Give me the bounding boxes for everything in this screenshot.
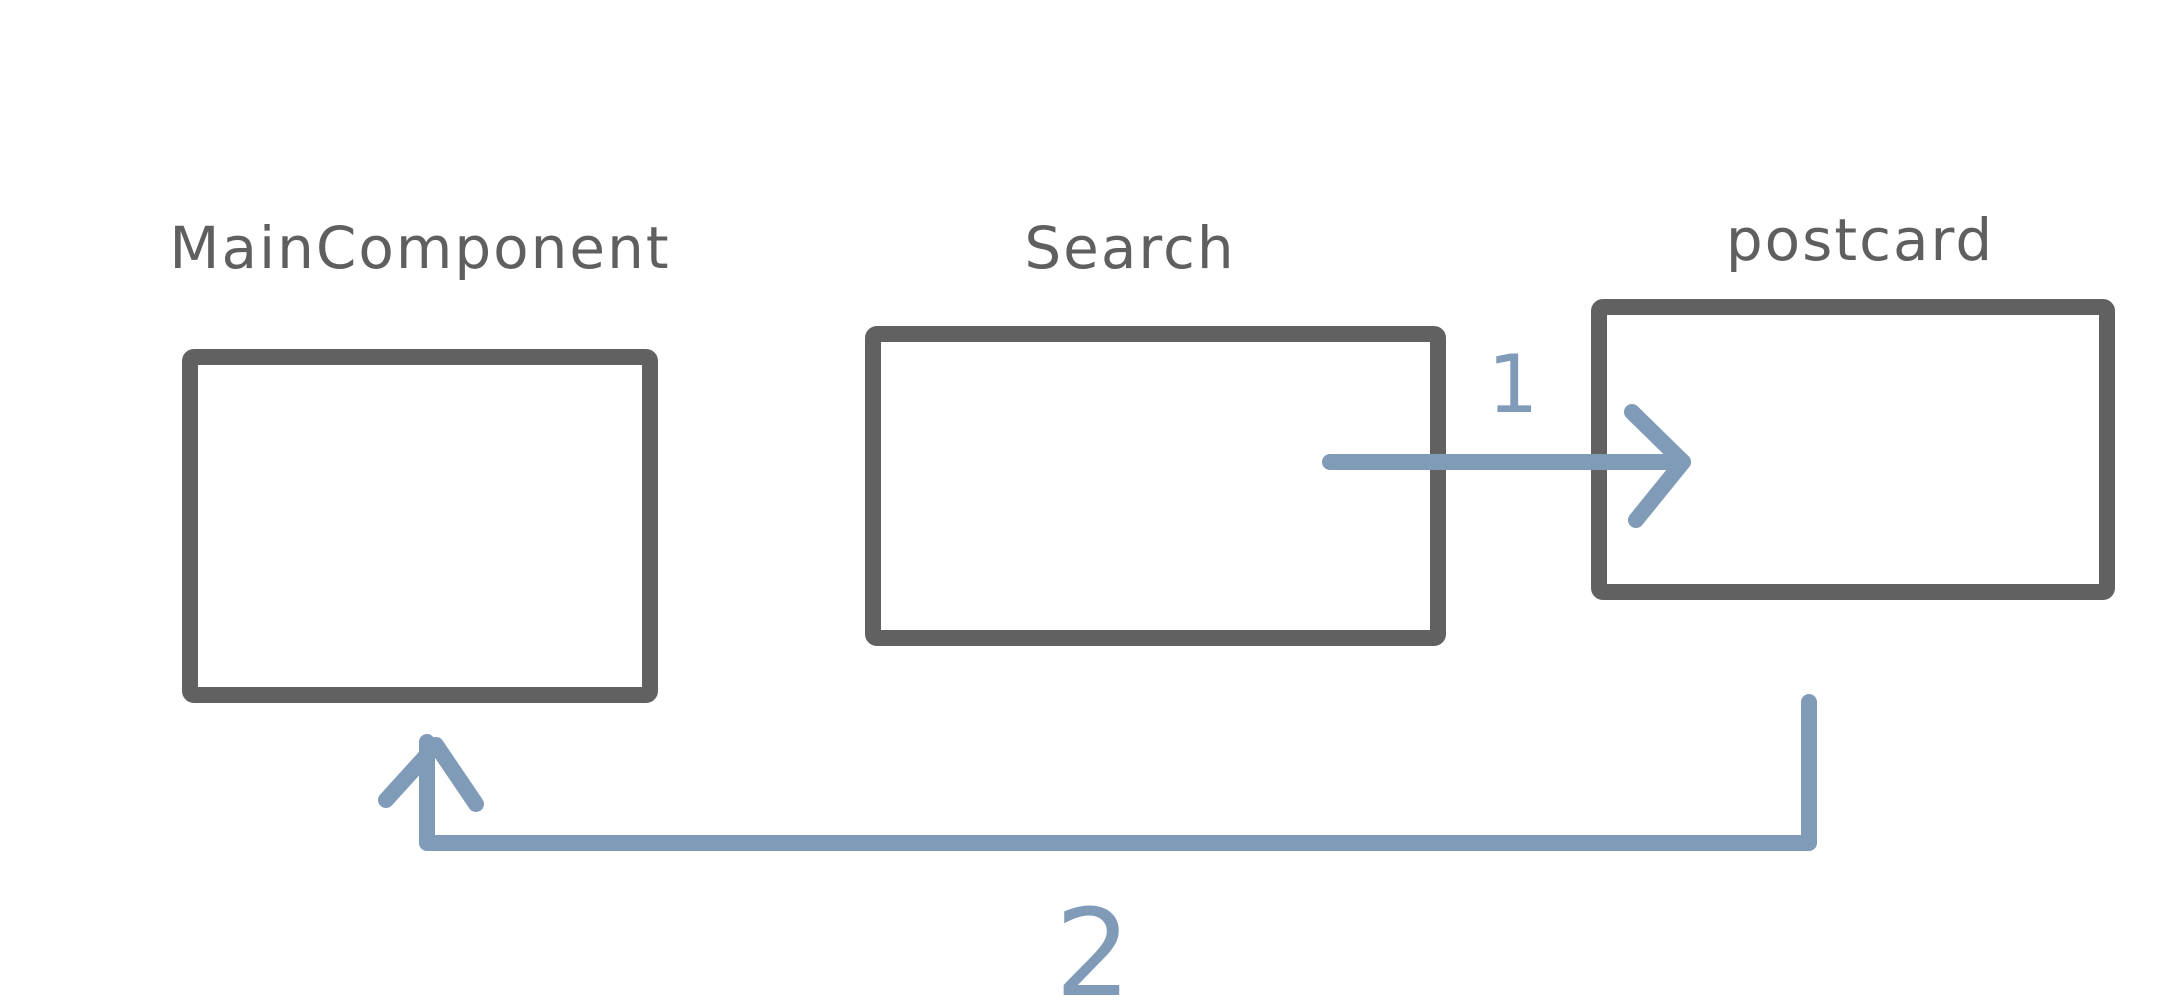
edge-postcard-to-main-component: 2 xyxy=(378,694,1817,1000)
edge-label-1: 1 xyxy=(1488,338,1539,431)
node-box-search xyxy=(865,326,1446,646)
node-box-postcard xyxy=(1591,299,2115,600)
edge-line-postcard-to-main-component xyxy=(419,694,1817,851)
node-title-main-component: MainComponent xyxy=(169,214,670,282)
node-search: Search xyxy=(865,214,1446,646)
node-title-search: Search xyxy=(1024,214,1235,282)
arrowhead-right-icon xyxy=(1624,404,1691,528)
arrowhead-up-icon xyxy=(378,737,484,812)
edge-search-to-postcard: 1 xyxy=(1322,338,1691,528)
node-postcard: postcard xyxy=(1591,206,2115,600)
edge-label-2: 2 xyxy=(1055,885,1131,1000)
node-title-postcard: postcard xyxy=(1726,206,1994,274)
node-box-main-component xyxy=(182,349,658,703)
node-main-component: MainComponent xyxy=(169,214,670,703)
